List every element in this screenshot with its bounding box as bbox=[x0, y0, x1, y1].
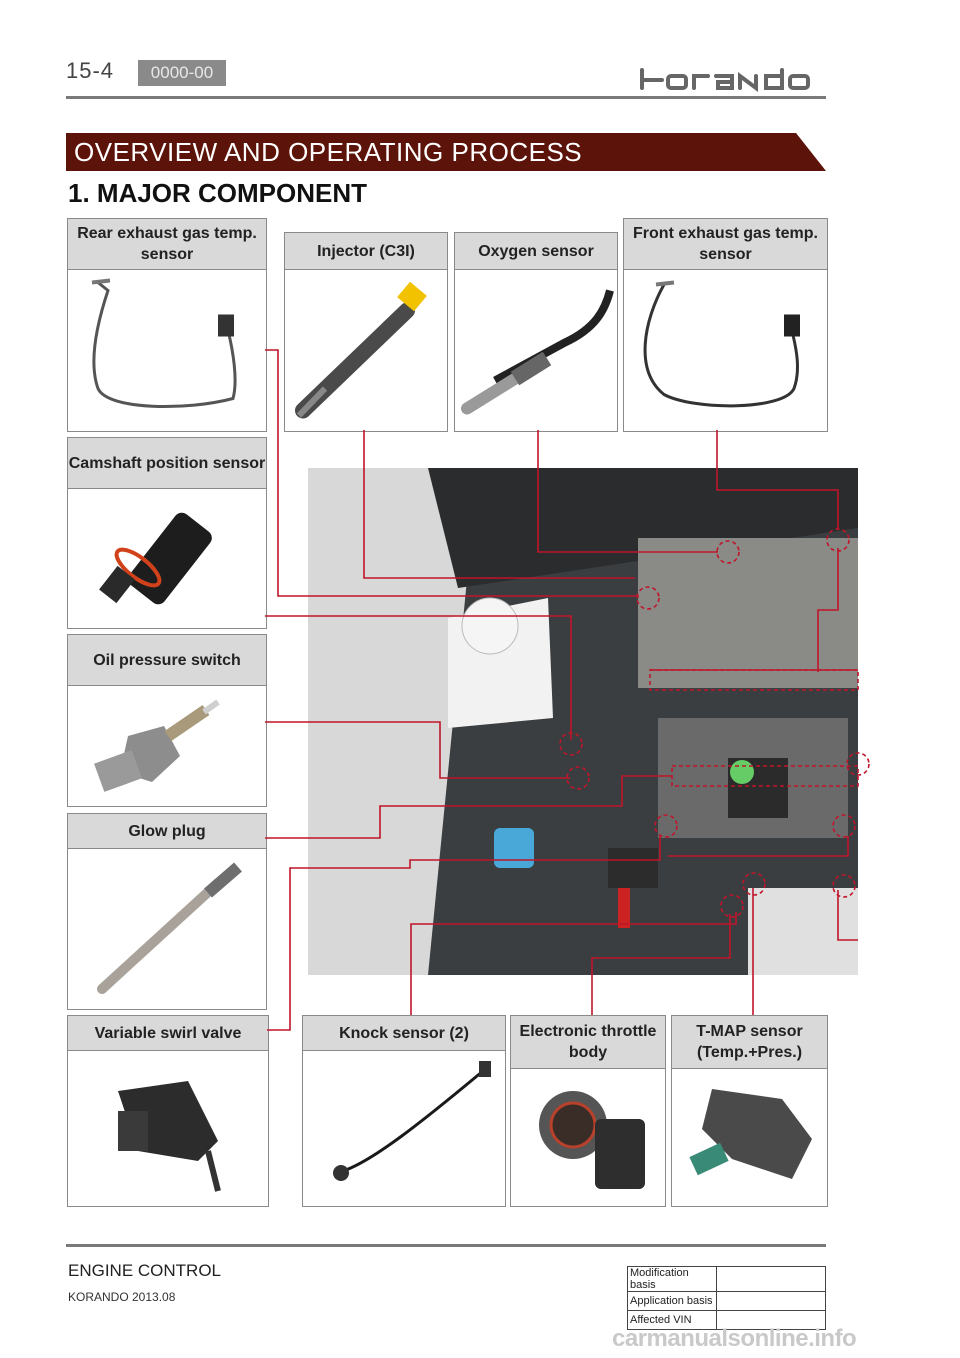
table-row: Modification basis bbox=[627, 1266, 826, 1292]
panel-glow-plug-label: Glow plug bbox=[68, 814, 266, 849]
engine-bay-photo bbox=[308, 468, 858, 975]
panel-oxygen-label: Oxygen sensor bbox=[455, 233, 617, 270]
section-title: 1. MAJOR COMPONENT bbox=[68, 178, 368, 208]
brand-logo bbox=[636, 66, 826, 92]
footer-date: KORANDO 2013.08 bbox=[68, 1290, 176, 1304]
injector-image bbox=[285, 270, 447, 431]
panel-rear-exhaust-sensor: Rear exhaust gas temp. sensor bbox=[67, 218, 267, 432]
panel-swirl-valve: Variable swirl valve bbox=[67, 1015, 269, 1207]
panel-oxygen-sensor: Oxygen sensor bbox=[454, 232, 618, 432]
panel-knock-label: Knock sensor (2) bbox=[303, 1016, 505, 1051]
swirl-valve-image bbox=[68, 1051, 268, 1206]
panel-camshaft-label: Camshaft position sensor bbox=[68, 438, 266, 489]
revision-label: Modification basis bbox=[627, 1266, 717, 1292]
oil-pressure-switch-image bbox=[68, 686, 266, 806]
panel-swirl-valve-label: Variable swirl valve bbox=[68, 1016, 268, 1051]
watermark: carmanualsonline.info bbox=[612, 1325, 857, 1352]
revision-value bbox=[716, 1291, 826, 1311]
panel-knock-sensor: Knock sensor (2) bbox=[302, 1015, 506, 1207]
revision-value bbox=[716, 1266, 826, 1292]
panel-front-exhaust-sensor: Front exhaust gas temp. sensor bbox=[623, 218, 828, 432]
footer-rule bbox=[66, 1244, 826, 1247]
tmap-sensor-image bbox=[672, 1069, 827, 1206]
table-row: Affected VIN bbox=[627, 1310, 826, 1330]
header-rule bbox=[66, 96, 826, 99]
revision-value bbox=[716, 1310, 826, 1330]
panel-oil-pressure-label: Oil pressure switch bbox=[68, 635, 266, 686]
panel-injector: Injector (C3I) bbox=[284, 232, 448, 432]
revision-table: Modification basis Application basis Aff… bbox=[627, 1266, 826, 1330]
revision-label: Application basis bbox=[627, 1291, 717, 1311]
footer-title: ENGINE CONTROL bbox=[68, 1261, 222, 1280]
table-row: Application basis bbox=[627, 1291, 826, 1311]
glow-plug-image bbox=[68, 849, 266, 1009]
panel-front-exhaust-label: Front exhaust gas temp. sensor bbox=[624, 219, 827, 270]
section-banner bbox=[66, 133, 826, 171]
revision-label: Affected VIN bbox=[627, 1310, 717, 1330]
panel-rear-exhaust-label: Rear exhaust gas temp. sensor bbox=[68, 219, 266, 270]
code-badge: 0000-00 bbox=[138, 60, 226, 86]
oxygen-sensor-image bbox=[455, 270, 617, 431]
panel-glow-plug: Glow plug bbox=[67, 813, 267, 1010]
banner-title: OVERVIEW AND OPERATING PROCESS bbox=[74, 137, 583, 167]
camshaft-sensor-image bbox=[68, 489, 266, 628]
knock-sensor-image bbox=[303, 1051, 505, 1206]
panel-tmap-sensor: T-MAP sensor (Temp.+Pres.) bbox=[671, 1015, 828, 1207]
throttle-body-image bbox=[511, 1069, 665, 1206]
panel-injector-label: Injector (C3I) bbox=[285, 233, 447, 270]
panel-oil-pressure-switch: Oil pressure switch bbox=[67, 634, 267, 807]
panel-camshaft-sensor: Camshaft position sensor bbox=[67, 437, 267, 629]
page-number: 15-4 bbox=[66, 58, 115, 83]
front-exhaust-sensor-image bbox=[624, 270, 827, 431]
rear-exhaust-sensor-image bbox=[68, 270, 266, 431]
panel-tmap-label: T-MAP sensor (Temp.+Pres.) bbox=[672, 1016, 827, 1069]
panel-throttle-body: Electronic throttle body bbox=[510, 1015, 666, 1207]
panel-throttle-label: Electronic throttle body bbox=[511, 1016, 665, 1069]
